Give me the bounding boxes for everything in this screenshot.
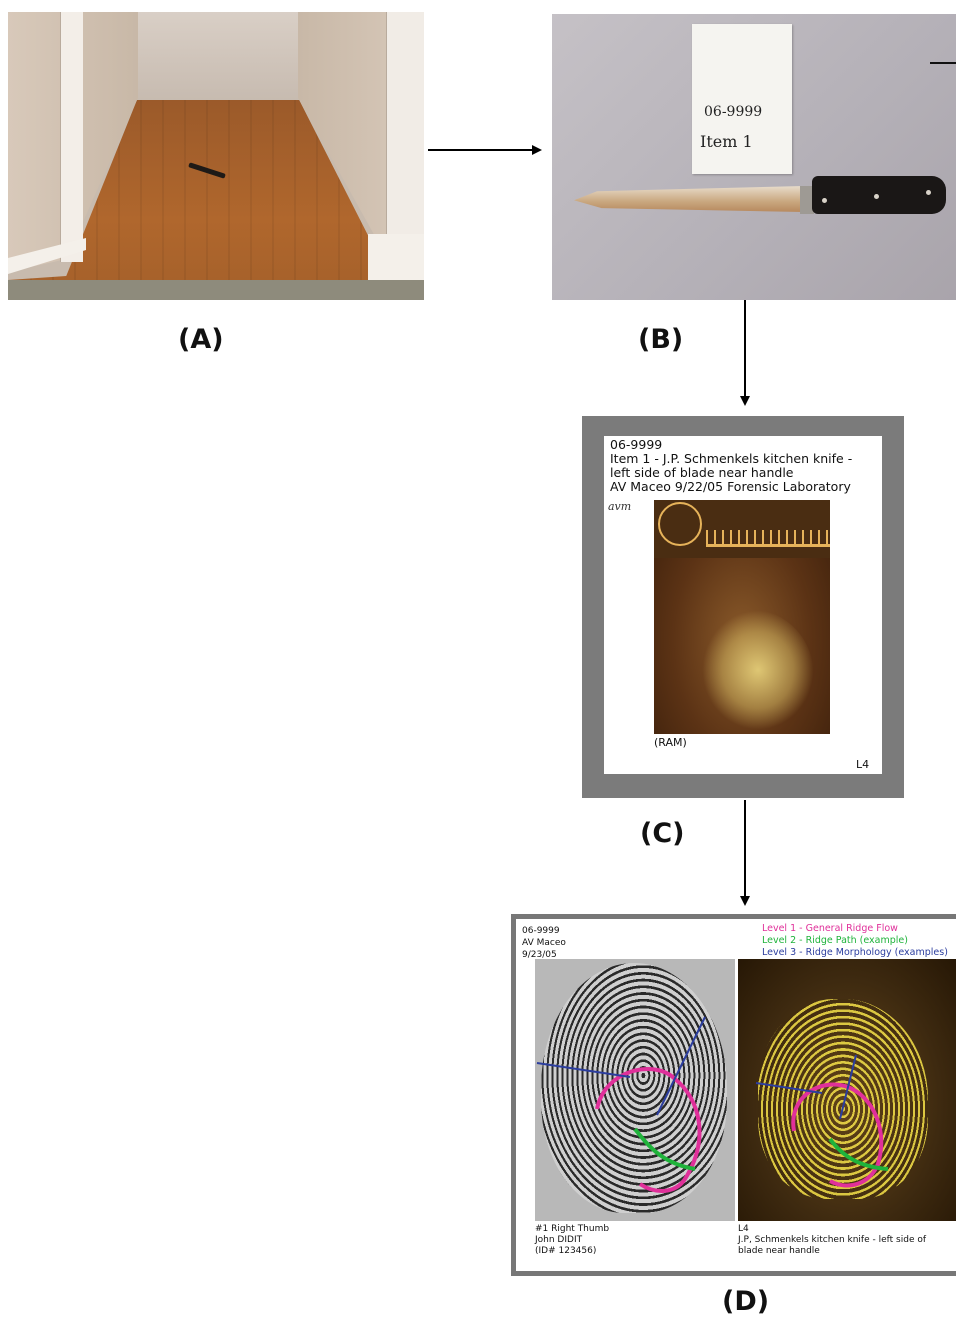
level3-arrow bbox=[755, 1082, 823, 1094]
level2-ridge-path bbox=[633, 1127, 696, 1171]
comparison-chart: 06-9999 AV Maceo 9/23/05 Level 1 - Gener… bbox=[511, 914, 956, 1276]
card-examiner-date: AV Maceo 9/22/05 Forensic Laboratory bbox=[610, 479, 851, 494]
level-legend: Level 1 - General Ridge Flow Level 2 - R… bbox=[762, 923, 948, 959]
latent-location: blade near handle bbox=[738, 1246, 820, 1256]
knife-handle bbox=[812, 176, 946, 214]
legend-level-2: Level 2 - Ridge Path (example) bbox=[762, 935, 908, 946]
lift-card-inner: 06-9999 Item 1 - J.P. Schmenkels kitchen… bbox=[604, 436, 882, 774]
level2-ridge-path bbox=[828, 1137, 889, 1171]
ruler-bar bbox=[706, 544, 830, 547]
known-fingerprint bbox=[541, 963, 727, 1213]
panel-label-c: (C) bbox=[640, 818, 685, 849]
card-case-number: 06-9999 bbox=[610, 437, 663, 452]
hallway-photo bbox=[8, 12, 424, 300]
knife-evidence-photo: 06-9999 Item 1 bbox=[552, 14, 956, 300]
latent-print-caption: L4 J.P, Schmenkels kitchen knife - left … bbox=[738, 1224, 948, 1257]
card-item-description: Item 1 - J.P. Schmenkels kitchen knife - bbox=[610, 451, 853, 466]
known-finger: #1 Right Thumb bbox=[535, 1224, 610, 1234]
latent-lift-photo bbox=[654, 500, 830, 734]
card-initials: avm bbox=[608, 500, 632, 513]
back-wall bbox=[138, 12, 298, 100]
comparison-chart-inner: 06-9999 AV Maceo 9/23/05 Level 1 - Gener… bbox=[516, 919, 956, 1271]
latent-lift-number: L4 bbox=[738, 1224, 749, 1234]
evidence-tag: 06-9999 Item 1 bbox=[692, 24, 792, 174]
chart-meta: 06-9999 AV Maceo 9/23/05 bbox=[522, 925, 566, 961]
latent-fingerprint bbox=[758, 999, 928, 1199]
lift-card-header: 06-9999 Item 1 - J.P. Schmenkels kitchen… bbox=[610, 438, 852, 494]
handle-rivet bbox=[822, 198, 827, 203]
card-item-location: left side of blade near handle bbox=[610, 465, 794, 480]
legend-level-3: Level 3 - Ridge Morphology (examples) bbox=[762, 947, 948, 958]
tag-case-number: 06-9999 bbox=[704, 104, 763, 120]
chart-case-number: 06-9999 bbox=[522, 926, 560, 936]
crosshair-icon bbox=[658, 502, 702, 546]
latent-source: J.P, Schmenkels kitchen knife - left sid… bbox=[738, 1235, 927, 1245]
latent-print bbox=[702, 610, 814, 730]
handle-rivet bbox=[874, 194, 879, 199]
level1-ridge-flow bbox=[791, 1082, 884, 1188]
chart-date: 9/23/05 bbox=[522, 950, 557, 960]
level3-arrow bbox=[656, 1016, 706, 1116]
known-print-caption: #1 Right Thumb John DIDIT (ID# 123456) bbox=[535, 1224, 609, 1257]
chart-examiner: AV Maceo bbox=[522, 938, 566, 948]
edge-mark bbox=[930, 62, 956, 64]
level1-ridge-flow bbox=[595, 1067, 702, 1193]
card-caption: (RAM) bbox=[654, 736, 687, 749]
handle-rivet bbox=[926, 190, 931, 195]
latent-print-image bbox=[738, 959, 956, 1221]
knife-blade bbox=[574, 186, 804, 212]
lift-number: L4 bbox=[856, 758, 870, 771]
threshold bbox=[8, 280, 424, 300]
left-door-frame bbox=[60, 12, 83, 262]
known-print-image bbox=[535, 959, 735, 1221]
tag-item: Item 1 bbox=[700, 132, 753, 151]
ruler-ticks bbox=[706, 530, 830, 546]
legend-level-1: Level 1 - General Ridge Flow bbox=[762, 923, 898, 934]
known-print-annotations bbox=[536, 1016, 706, 1193]
known-subject-name: John DIDIT bbox=[535, 1235, 583, 1245]
panel-label-a: (A) bbox=[178, 324, 224, 355]
panel-label-b: (B) bbox=[638, 324, 684, 355]
lift-card: 06-9999 Item 1 - J.P. Schmenkels kitchen… bbox=[582, 416, 904, 798]
known-subject-id: (ID# 123456) bbox=[535, 1246, 597, 1256]
level3-arrow bbox=[536, 1062, 631, 1078]
level3-arrow bbox=[839, 1054, 857, 1120]
right-baseboard bbox=[368, 234, 424, 284]
panel-label-d: (D) bbox=[722, 1286, 770, 1317]
knife-bolster bbox=[800, 186, 814, 214]
latent-print-annotations bbox=[755, 1054, 889, 1188]
